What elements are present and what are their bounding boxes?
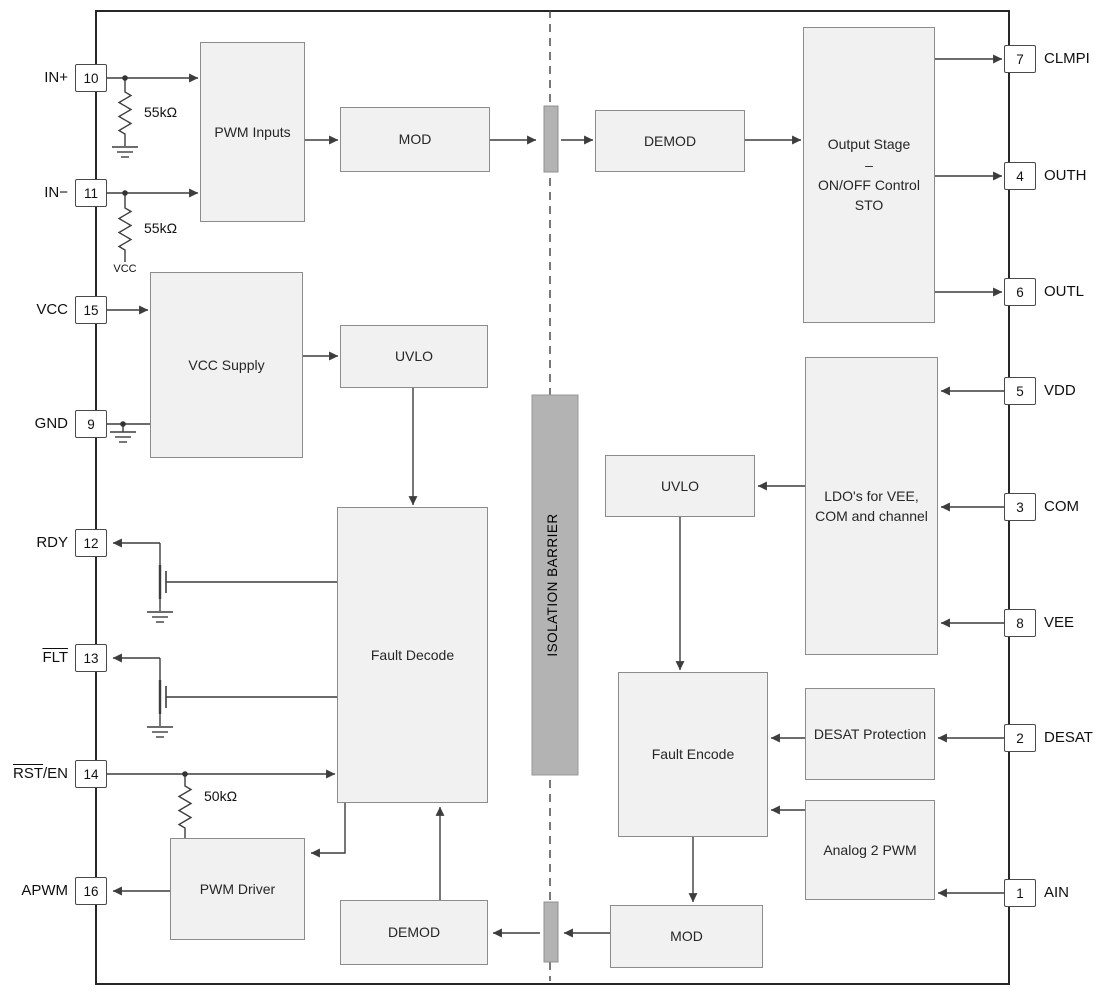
resistor-in-plus-icon xyxy=(112,78,138,158)
block-pwm-inputs: PWM Inputs xyxy=(200,42,305,222)
isolation-cap-bottom-icon xyxy=(543,901,559,963)
block-demod-bottom: DEMOD xyxy=(340,900,488,965)
block-label: MOD xyxy=(398,131,432,148)
block-uvlo-left: UVLO xyxy=(340,325,488,388)
isolation-barrier-label: ISOLATION BARRIER xyxy=(545,513,560,657)
pin-label-flt: FLT xyxy=(42,649,68,666)
block-label: Output Stage xyxy=(827,136,911,153)
pin-box-14: 14 xyxy=(75,760,107,788)
isolation-boundary xyxy=(531,10,579,981)
resistor-value-in-minus: 55kΩ xyxy=(144,220,178,236)
pin-box-4: 4 xyxy=(1004,162,1036,190)
pin-label-com: COM xyxy=(1044,498,1079,515)
block-label: Fault Decode xyxy=(370,646,455,663)
pin-box-8: 8 xyxy=(1004,609,1036,637)
block-fault-decode: Fault Decode xyxy=(337,507,488,803)
pin-label-vcc: VCC xyxy=(36,301,68,318)
block-label: COM and channel xyxy=(815,508,928,524)
block-label: MOD xyxy=(670,928,703,945)
rdy-mosfet-icon xyxy=(147,543,173,623)
wire-fault-decode-to-pwm-driver xyxy=(310,803,346,858)
pin-box-7: 7 xyxy=(1004,45,1036,73)
pin-label-vdd: VDD xyxy=(1044,382,1076,399)
vcc-net-label: VCC xyxy=(113,263,137,275)
resistor-value-in-plus: 55kΩ xyxy=(144,104,178,120)
resistor-in-minus-icon xyxy=(117,193,133,262)
pin-box-9: 9 xyxy=(75,410,107,438)
block-pwm-driver: PWM Driver xyxy=(170,838,305,940)
block-label: VCC Supply xyxy=(188,356,265,373)
pin-box-5: 5 xyxy=(1004,377,1036,405)
block-label: LDO's for VEE, xyxy=(824,487,919,504)
block-mod-top: MOD xyxy=(340,107,490,172)
block-label: – xyxy=(865,156,873,173)
block-label: UVLO xyxy=(660,477,700,494)
block-label: Analog 2 PWM xyxy=(823,841,917,858)
block-label: ON/OFF Control xyxy=(818,177,920,193)
block-uvlo-right: UVLO xyxy=(605,455,755,517)
pin-label-ain: AIN xyxy=(1044,884,1070,901)
pin-label-in-minus: IN− xyxy=(44,184,68,201)
pin-box-10: 10 xyxy=(75,64,107,92)
block-label: PWM Driver xyxy=(199,880,276,897)
resistor-value-rst-en: 50kΩ xyxy=(204,788,238,804)
block-analog-2-pwm: Analog 2 PWM xyxy=(805,800,935,900)
block-label: UVLO xyxy=(394,348,434,365)
isolation-cap-top-icon xyxy=(543,105,559,173)
block-demod-top: DEMOD xyxy=(595,110,745,172)
pin-label-gnd: GND xyxy=(34,415,68,432)
block-desat-protection: DESAT Protection xyxy=(805,688,935,780)
block-output-stage: Output Stage – ON/OFF Control STO xyxy=(803,27,935,323)
block-vcc-supply: VCC Supply xyxy=(150,272,303,458)
block-label: PWM Inputs xyxy=(214,123,291,140)
pin-label-apwm: APWM xyxy=(21,882,68,899)
pin-box-2: 2 xyxy=(1004,724,1036,752)
block-label: Fault Encode xyxy=(651,746,735,763)
pin-box-6: 6 xyxy=(1004,278,1036,306)
pin-label-vee: VEE xyxy=(1044,614,1075,631)
pin-label-clmpi: CLMPI xyxy=(1044,50,1090,67)
junction-dots xyxy=(120,75,188,777)
block-label: STO xyxy=(854,197,884,214)
pin-box-3: 3 xyxy=(1004,493,1036,521)
pin-box-16: 16 xyxy=(75,877,107,905)
pin-label-rdy: RDY xyxy=(36,534,68,551)
flt-mosfet-icon xyxy=(147,658,173,738)
pin-box-11: 11 xyxy=(75,179,107,207)
pin-label-desat: DESAT xyxy=(1044,729,1093,746)
pin-box-1: 1 xyxy=(1004,879,1036,907)
pin-box-13: 13 xyxy=(75,644,107,672)
signal-wires xyxy=(107,54,1004,938)
pin-label-rst-en: RST/EN xyxy=(12,765,68,782)
block-fault-encode: Fault Encode xyxy=(618,672,768,837)
pin-label-outl: OUTL xyxy=(1044,283,1085,300)
block-ldo: LDO's for VEE, COM and channel xyxy=(805,357,938,655)
pin-label-in-plus: IN+ xyxy=(44,69,68,86)
pin-box-15: 15 xyxy=(75,296,107,324)
block-mod-bottom: MOD xyxy=(610,905,763,968)
pin-box-12: 12 xyxy=(75,529,107,557)
isolation-barrier-band xyxy=(531,394,579,776)
pin-label-outh: OUTH xyxy=(1044,167,1087,184)
block-label: DEMOD xyxy=(643,132,697,149)
block-label: DEMOD xyxy=(387,924,441,941)
block-label: DESAT Protection xyxy=(813,725,927,742)
